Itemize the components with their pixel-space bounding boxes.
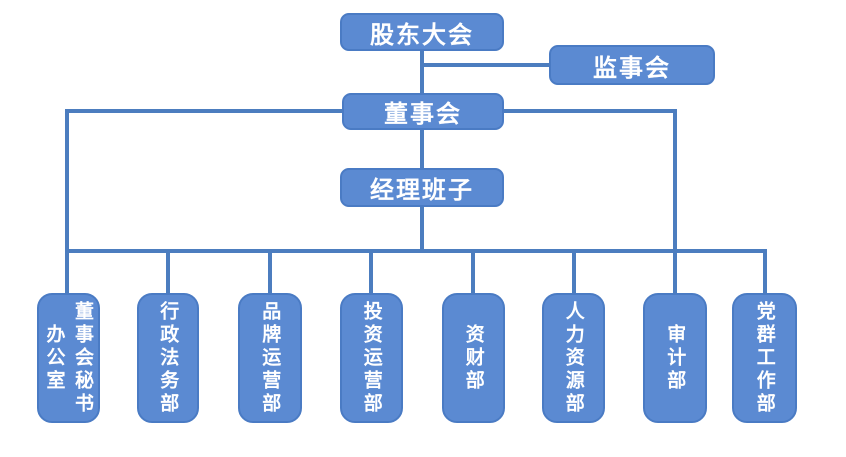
dept-audit-label: 审计部 (664, 323, 687, 393)
node-supervisors-label: 监事会 (593, 53, 671, 82)
dept-investment-operations-label: 投资运营部 (360, 300, 383, 416)
connector-management-bus (420, 207, 424, 251)
connector-stub-human-resources (572, 249, 576, 293)
dept-admin-legal: 行政法务部 (137, 293, 199, 423)
node-shareholders-meeting: 股东大会 (340, 13, 504, 51)
dept-finance: 资财部 (442, 293, 505, 423)
node-board-of-directors: 董事会 (342, 93, 504, 130)
dept-brand-operations: 品牌运营部 (238, 293, 302, 423)
connector-shareholders-board (420, 50, 424, 93)
dept-board-secretary-office-label: 董事会秘书 办公室 (43, 300, 95, 416)
connector-stub-finance (471, 249, 475, 293)
node-board-of-supervisors: 监事会 (549, 45, 715, 85)
node-shareholders-label: 股东大会 (370, 20, 474, 49)
connector-stub-admin-legal (166, 249, 170, 293)
connector-board-left-horizontal (65, 109, 342, 113)
dept-board-secretary-office: 董事会秘书 办公室 (37, 293, 100, 423)
connector-board-right-horizontal (504, 109, 677, 113)
dept-finance-label: 资财部 (462, 323, 485, 393)
dept-audit: 审计部 (643, 293, 707, 423)
connector-board-management (420, 130, 424, 168)
connector-stub-party-mass-work (763, 249, 767, 293)
connector-board-left-vertical (65, 109, 69, 293)
dept-brand-operations-label: 品牌运营部 (259, 300, 282, 416)
node-board-label: 董事会 (384, 100, 462, 128)
connector-stub-brand-operations (268, 249, 272, 293)
dept-human-resources: 人力资源部 (542, 293, 605, 423)
connector-board-right-vertical (673, 109, 677, 293)
dept-admin-legal-label: 行政法务部 (157, 300, 180, 416)
node-management-team: 经理班子 (340, 168, 504, 207)
dept-party-mass-work-label: 党群工作部 (753, 300, 776, 416)
connector-supervisors (420, 63, 549, 67)
dept-human-resources-label: 人力资源部 (562, 300, 585, 416)
node-management-label: 经理班子 (370, 176, 474, 204)
connector-department-bus (65, 249, 767, 253)
dept-investment-operations: 投资运营部 (340, 293, 403, 423)
connector-stub-investment-operations (369, 249, 373, 293)
dept-party-mass-work: 党群工作部 (732, 293, 797, 423)
